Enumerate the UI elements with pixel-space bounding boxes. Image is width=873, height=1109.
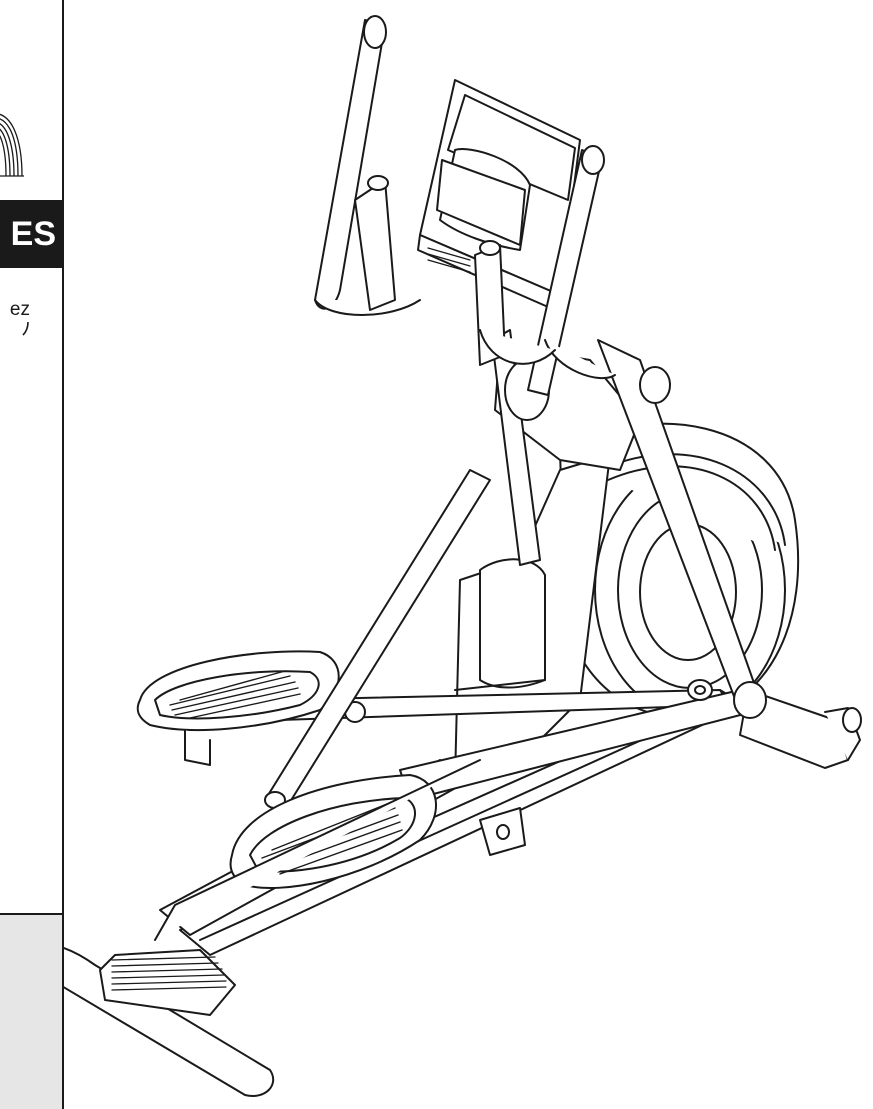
- grey-note-box: [0, 915, 62, 1109]
- left-column: ES ez: [0, 0, 64, 1109]
- left-column-border: [62, 0, 64, 1109]
- section-title-fragment: ES: [10, 215, 56, 253]
- right-moving-arm: [597, 339, 767, 719]
- console: [417, 79, 581, 311]
- front-stabilizer: [64, 759, 481, 1097]
- crank-pivot: [687, 679, 713, 701]
- elliptical-trainer-illustration: [64, 15, 862, 1097]
- left-handlebar: [314, 15, 421, 316]
- section-title-band: ES: [0, 200, 62, 268]
- rear-stabilizer: [739, 689, 862, 769]
- left-pedal-assembly: [136, 650, 731, 766]
- stationary-grips: [354, 175, 556, 366]
- body-text-fragment: ez: [9, 299, 30, 320]
- logo-arc-icon: [0, 113, 24, 177]
- text-glyph-fragment: [22, 322, 29, 336]
- grey-box-border: [0, 913, 62, 915]
